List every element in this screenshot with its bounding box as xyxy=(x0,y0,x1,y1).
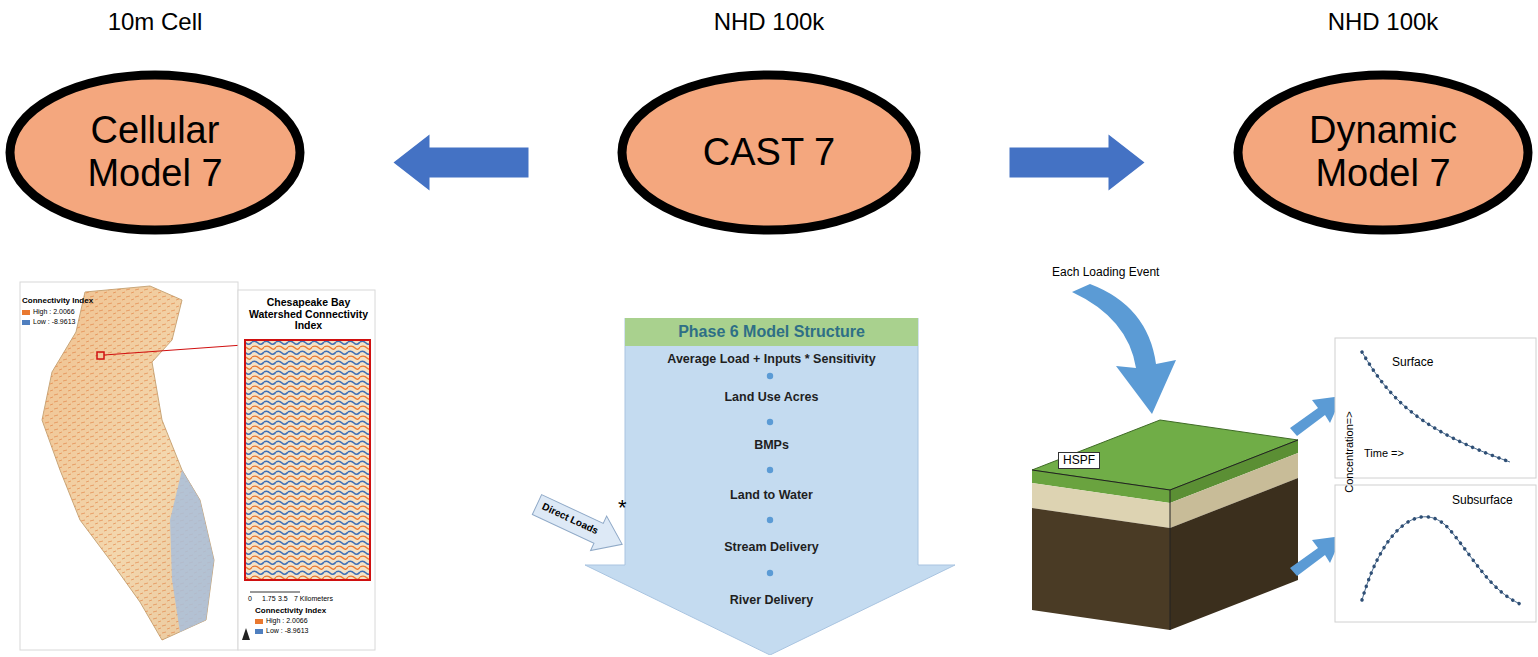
illustration-part xyxy=(1335,338,1536,478)
label-text: Chesapeake Bay Watershed Connectivity In… xyxy=(246,297,371,332)
label-text: 7 Kilometers xyxy=(294,595,333,603)
illustration-part xyxy=(22,320,30,325)
structure-step: BMPs xyxy=(625,438,918,452)
illustration-part xyxy=(255,619,263,624)
illustration-part xyxy=(1335,485,1536,622)
illustration-part xyxy=(97,352,104,359)
illustration-part xyxy=(1032,508,1170,630)
scale-heading: NHD 100k xyxy=(597,8,941,36)
illustration-part xyxy=(1362,517,1520,604)
structure-step: Average Load + Inputs * Sensitivity xyxy=(629,352,914,366)
label-text: Surface xyxy=(1392,356,1433,369)
model-name: CAST 7 xyxy=(664,131,874,175)
structure-step: Land to Water xyxy=(625,488,918,502)
illustration-part xyxy=(42,286,214,640)
illustration-part xyxy=(250,592,300,593)
illustration-part xyxy=(255,629,263,634)
illustration-part xyxy=(1072,284,1176,414)
label-text: Low : -8.9613 xyxy=(33,318,75,326)
label-text: Connectivity Index xyxy=(255,607,326,616)
illustration-part xyxy=(245,340,370,580)
label-text: 0 xyxy=(248,595,252,603)
illustration-part xyxy=(20,282,238,650)
illustration-part xyxy=(238,290,375,650)
label-text: Each Loading Event xyxy=(1052,266,1159,279)
step-dot xyxy=(767,373,773,379)
step-dot xyxy=(767,517,773,523)
illustration-part xyxy=(529,487,630,561)
illustration-part xyxy=(1170,478,1298,630)
structure-step: River Delivery xyxy=(625,593,918,607)
illustration-part xyxy=(1362,517,1520,604)
step-dot xyxy=(767,467,773,473)
label-text: High : 2.0066 xyxy=(266,617,308,625)
scale-heading: 10m Cell xyxy=(0,8,325,36)
structure-step: Land Use Acres xyxy=(625,390,918,404)
illustration-part xyxy=(529,487,630,561)
step-dot xyxy=(767,419,773,425)
structure-step: Stream Delivery xyxy=(625,540,918,554)
illustration-part xyxy=(1362,352,1510,462)
structure-heading: Phase 6 Model Structure xyxy=(625,323,918,341)
model-name: Cellular Model 7 xyxy=(50,109,260,196)
scale-heading: NHD 100k xyxy=(1213,8,1538,36)
illustration-part xyxy=(42,286,214,640)
illustration-part xyxy=(104,345,243,355)
label-text: HSPF xyxy=(1058,452,1100,469)
model-ellipse: 10m CellCellular Model 7 xyxy=(5,70,305,235)
model-ellipse: NHD 100kDynamic Model 7 xyxy=(1233,70,1533,235)
illustration-part xyxy=(1290,396,1342,436)
ellipse-shape xyxy=(622,75,916,230)
illustration-part xyxy=(170,470,214,632)
label-text: 3.5 xyxy=(278,595,288,603)
illustration-part xyxy=(1362,352,1510,462)
illustration-part xyxy=(1032,440,1298,630)
illustration-part xyxy=(22,310,30,315)
label-text: Subsurface xyxy=(1452,494,1513,507)
ellipse-shape xyxy=(10,75,300,230)
label-text: High : 2.0066 xyxy=(33,308,75,316)
label-text: 1.75 xyxy=(262,595,276,603)
label-text: Concentration=> xyxy=(1343,411,1355,492)
label-text: Low : -8.9613 xyxy=(266,627,308,635)
model-ellipse: NHD 100kCAST 7 xyxy=(617,70,921,235)
flow-arrow xyxy=(1010,135,1145,191)
step-dot xyxy=(767,570,773,576)
ellipse-shape xyxy=(1238,75,1528,230)
label-text: * xyxy=(618,496,627,520)
label-text: Connectivity Index xyxy=(22,297,93,306)
label-text: Time => xyxy=(1364,447,1404,459)
model-name: Dynamic Model 7 xyxy=(1278,109,1488,196)
structure-arrow: Phase 6 Model StructureAverage Load + In… xyxy=(585,318,955,655)
illustration-part xyxy=(1290,536,1342,576)
illustration-part xyxy=(242,628,250,640)
arrow-body xyxy=(585,318,955,655)
flow-arrow xyxy=(394,135,529,191)
header-bar xyxy=(625,318,918,346)
